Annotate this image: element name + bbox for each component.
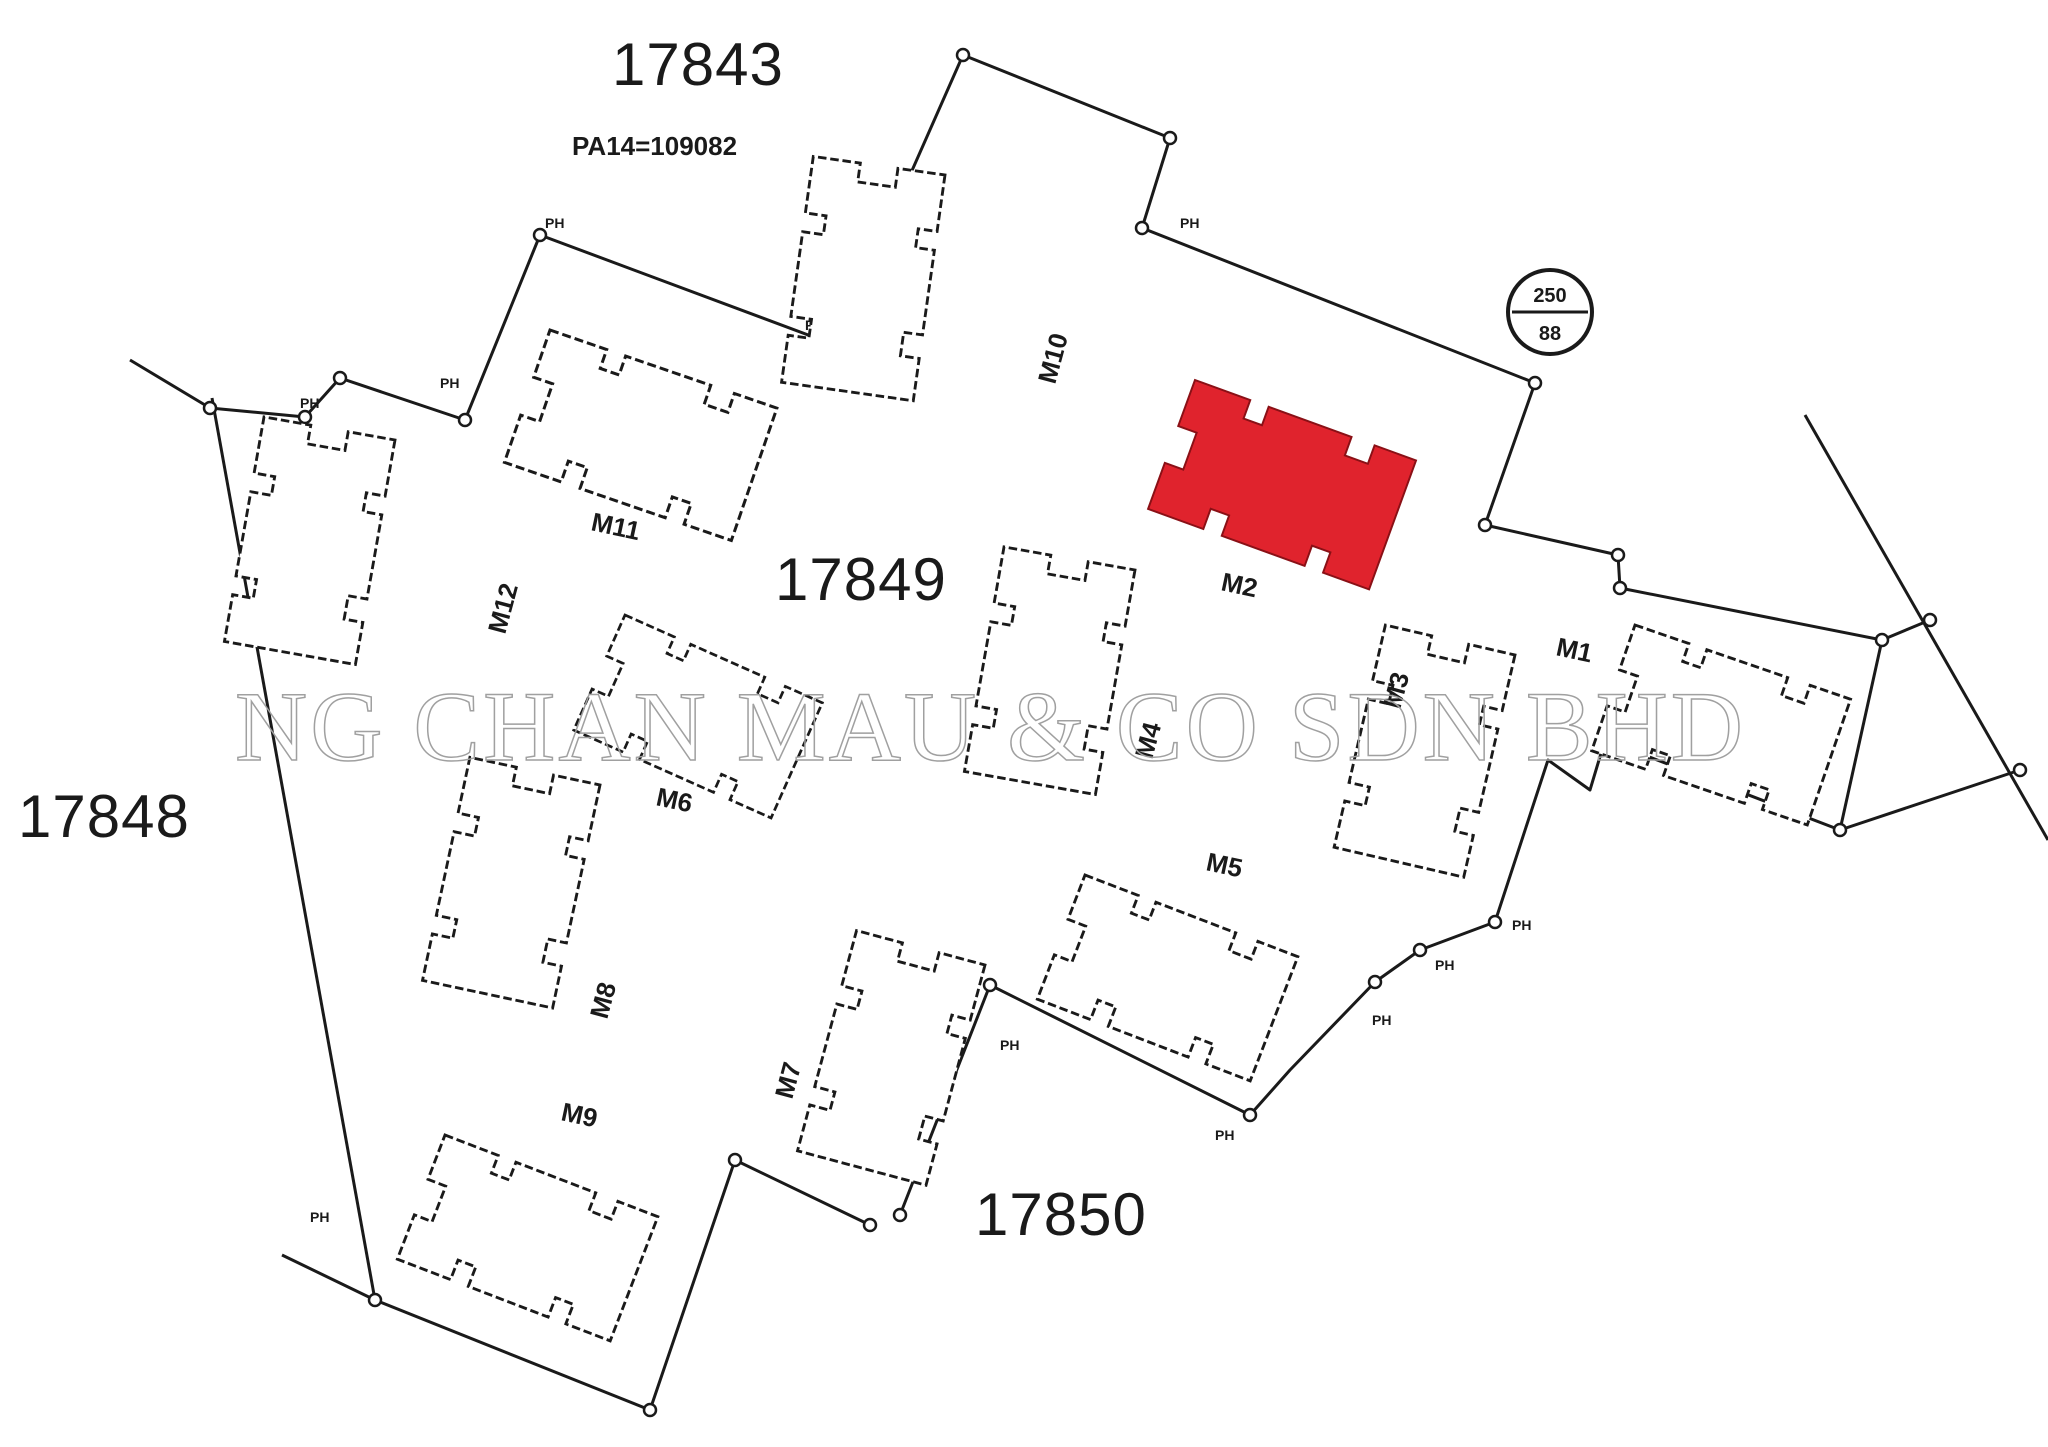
building-label-m9: M9 bbox=[559, 1097, 601, 1134]
peg-label: PH bbox=[440, 375, 459, 391]
building-label-m12: M12 bbox=[482, 580, 524, 637]
building-label-m6: M6 bbox=[654, 782, 696, 819]
lot-number-north: 17843 bbox=[612, 31, 784, 98]
lot-number-central: 17849 bbox=[775, 546, 947, 613]
peg bbox=[332, 370, 348, 386]
building-labels: M11 M10 M12 M2 M4 M6 M3 M1 M5 M8 M7 M9 bbox=[482, 330, 1596, 1133]
peg bbox=[2012, 762, 2028, 778]
scale-marker-bottom: 88 bbox=[1539, 323, 1561, 345]
peg bbox=[1162, 130, 1178, 146]
building-label-m2: M2 bbox=[1219, 567, 1261, 604]
peg bbox=[955, 47, 971, 63]
peg bbox=[1487, 914, 1503, 930]
lot-reference-north: PA14=109082 bbox=[572, 131, 737, 161]
peg bbox=[297, 409, 313, 425]
building-m5 bbox=[1035, 873, 1300, 1083]
boundary-east-return bbox=[1838, 639, 1884, 831]
peg bbox=[1612, 580, 1628, 596]
building-label-m1: M1 bbox=[1554, 632, 1596, 669]
building-label-m8: M8 bbox=[584, 979, 622, 1022]
peg bbox=[457, 412, 473, 428]
peg-label: PH bbox=[1372, 1012, 1391, 1028]
peg bbox=[1610, 547, 1626, 563]
peg bbox=[1367, 974, 1383, 990]
peg-label: PH bbox=[1000, 1037, 1019, 1053]
building-label-m7: M7 bbox=[769, 1059, 807, 1102]
peg bbox=[862, 1217, 878, 1233]
building-m7 bbox=[796, 929, 987, 1187]
peg bbox=[532, 227, 548, 243]
peg bbox=[1477, 517, 1493, 533]
peg bbox=[642, 1402, 658, 1418]
watermark: NG CHAN MAU & CO SDN BHD bbox=[235, 671, 1746, 782]
building-label-m10: M10 bbox=[1032, 330, 1074, 387]
building-m11 bbox=[502, 328, 779, 543]
peg bbox=[727, 1152, 743, 1168]
building-label-m5: M5 bbox=[1204, 847, 1246, 884]
lot-numbers: 17843 PA14=109082 17849 17848 17850 bbox=[18, 31, 1147, 1248]
peg bbox=[982, 977, 998, 993]
lot-number-west: 17848 bbox=[18, 783, 190, 850]
peg bbox=[367, 1292, 383, 1308]
lot-number-south: 17850 bbox=[975, 1181, 1147, 1248]
peg bbox=[1874, 632, 1890, 648]
scale-marker: 250 88 bbox=[1506, 268, 1594, 356]
peg-label: PH bbox=[1215, 1127, 1234, 1143]
peg-label: PH bbox=[1435, 957, 1454, 973]
boundary-far-east bbox=[1803, 414, 2048, 841]
peg-label: PH bbox=[300, 395, 319, 411]
boundary-south-east bbox=[1493, 738, 2021, 923]
peg bbox=[1527, 375, 1543, 391]
peg bbox=[892, 1207, 908, 1223]
building-m2-highlighted bbox=[1147, 379, 1417, 591]
peg bbox=[1412, 942, 1428, 958]
peg bbox=[1134, 220, 1150, 236]
building-label-m11: M11 bbox=[589, 507, 643, 547]
peg-label: PH bbox=[1512, 917, 1531, 933]
peg bbox=[202, 400, 218, 416]
peg bbox=[1242, 1107, 1258, 1123]
boundary-west-side bbox=[210, 397, 377, 1301]
peg-label: PH bbox=[310, 1209, 329, 1225]
boundary-north-west bbox=[129, 53, 1931, 642]
building-m9 bbox=[395, 1133, 660, 1343]
building-m10 bbox=[780, 155, 947, 403]
peg bbox=[1922, 612, 1938, 628]
building-m8 bbox=[421, 755, 602, 1010]
peg bbox=[1832, 822, 1848, 838]
building-m12 bbox=[223, 415, 397, 666]
peg-label: PH bbox=[1180, 215, 1199, 231]
scale-marker-top: 250 bbox=[1533, 285, 1566, 307]
peg-label: PH bbox=[545, 215, 564, 231]
